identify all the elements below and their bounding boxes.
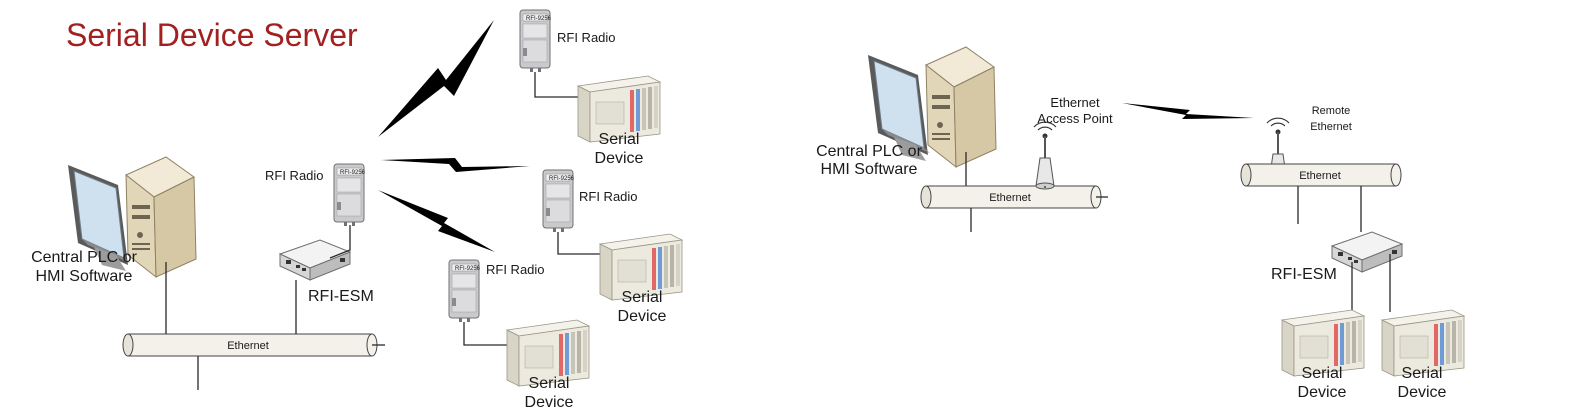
radio-link-bolt-right [1122, 103, 1254, 119]
radio-badge-mid: RFI-9256 [549, 176, 575, 182]
rfi-radio-top-label: RFI Radio [557, 30, 616, 45]
serial-device-right-1-label-1: Serial [1302, 365, 1343, 382]
rfi-radio-center-label: RFI Radio [265, 168, 324, 183]
radio-link-bolts-left [378, 20, 530, 252]
ethernet-label-right-remote: Ethernet [1299, 170, 1341, 182]
serial-device-right-2-label-2: Device [1398, 384, 1447, 401]
serial-device-right-1-label-2: Device [1298, 384, 1347, 401]
access-point-label-1: Ethernet [1050, 95, 1100, 110]
rfi-esm-right-label: RFI-ESM [1271, 266, 1337, 283]
ethernet-bus-left [122, 333, 385, 390]
radio-badge-top: RFI-9256 [526, 16, 552, 22]
rfi-radio-bottom-label: RFI Radio [486, 262, 545, 277]
central-right-label-1: Central PLC or [816, 143, 922, 160]
access-point-icon [1033, 121, 1057, 190]
serial-device-bottom-label-1: Serial [529, 375, 570, 392]
ethernet-label-right-main: Ethernet [989, 192, 1031, 204]
serial-device-top-label-1: Serial [599, 131, 640, 148]
central-left-label-1: Central PLC or [31, 249, 137, 266]
serial-device-mid-label-2: Device [618, 308, 667, 325]
access-point-label-2: Access Point [1037, 111, 1113, 126]
rfi-radio-mid-label: RFI Radio [579, 189, 638, 204]
rfi-esm-left-label: RFI-ESM [308, 288, 374, 305]
serial-device-mid-label-1: Serial [622, 289, 663, 306]
remote-ethernet-label-2: Ethernet [1310, 121, 1352, 133]
ethernet-label-left: Ethernet [227, 340, 269, 352]
radio-badge-center: RFI-9256 [340, 170, 366, 176]
diagram-title: Serial Device Server [66, 17, 358, 53]
radio-badge-bottom: RFI-9256 [455, 266, 481, 272]
central-left-label-2: HMI Software [36, 268, 133, 285]
serial-device-bottom-label-2: Device [525, 394, 574, 411]
ethernet-bus-right-main [920, 185, 1108, 232]
remote-ethernet-label-1: Remote [1312, 105, 1351, 117]
rfi-esm-left-icon [279, 239, 351, 281]
rfi-esm-right-icon [1331, 231, 1403, 273]
ethernet-bus-right-remote [1240, 163, 1402, 232]
serial-device-top-label-2: Device [595, 150, 644, 167]
central-right-label-2: HMI Software [821, 161, 918, 178]
serial-device-right-2-label-1: Serial [1402, 365, 1443, 382]
